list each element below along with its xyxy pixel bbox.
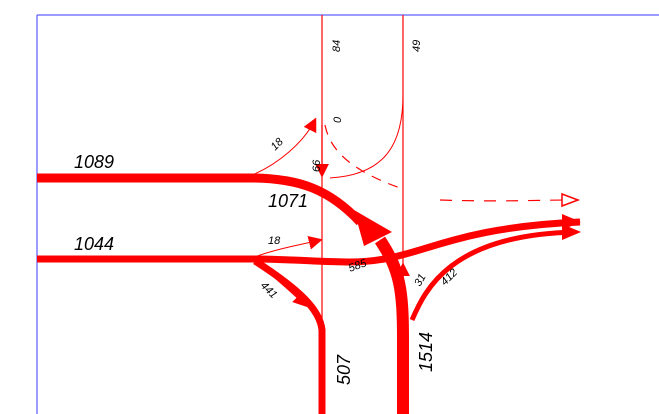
north-right-turn-thin-arc <box>329 94 404 179</box>
east-dashed-flow <box>439 199 571 202</box>
label-south-right-total: 1514 <box>416 332 436 372</box>
label-south-right-turn: 412 <box>439 267 460 288</box>
label-north-right-in: 49 <box>411 40 423 52</box>
label-north-left-in: 84 <box>331 40 343 52</box>
north-left-dashed-arc <box>324 124 401 189</box>
label-right-turn-west-upper: 18 <box>269 135 287 153</box>
west-lower-down-turn-arc <box>254 260 307 307</box>
label-north-left-zero: 0 <box>332 116 344 123</box>
west-upper-right-turn-arc <box>244 117 317 179</box>
south-right-main-flow <box>374 236 409 414</box>
west-lower-approach-flow <box>37 218 581 266</box>
label-right-turn-west-lower: 18 <box>268 235 281 247</box>
label-west-lower-total: 1044 <box>74 234 114 254</box>
south-right-turn-flow <box>409 225 578 321</box>
west-upper-approach-flow <box>37 173 364 226</box>
label-north-left-value: 66 <box>311 159 323 172</box>
label-west-lower-right-turn: 441 <box>258 280 279 301</box>
label-main-left-turn: 1071 <box>268 191 308 211</box>
east-dashed-arrowhead <box>561 192 581 208</box>
label-south-right-through: 31 <box>412 272 429 289</box>
label-south-left-total: 507 <box>334 354 354 385</box>
south-left-main-flow <box>253 258 326 414</box>
east-upper-arrowhead <box>562 214 581 230</box>
main-left-turn-arrowhead <box>354 210 392 246</box>
label-west-upper-total: 1089 <box>74 152 114 172</box>
west-lower-right-turn-arc <box>249 235 323 260</box>
